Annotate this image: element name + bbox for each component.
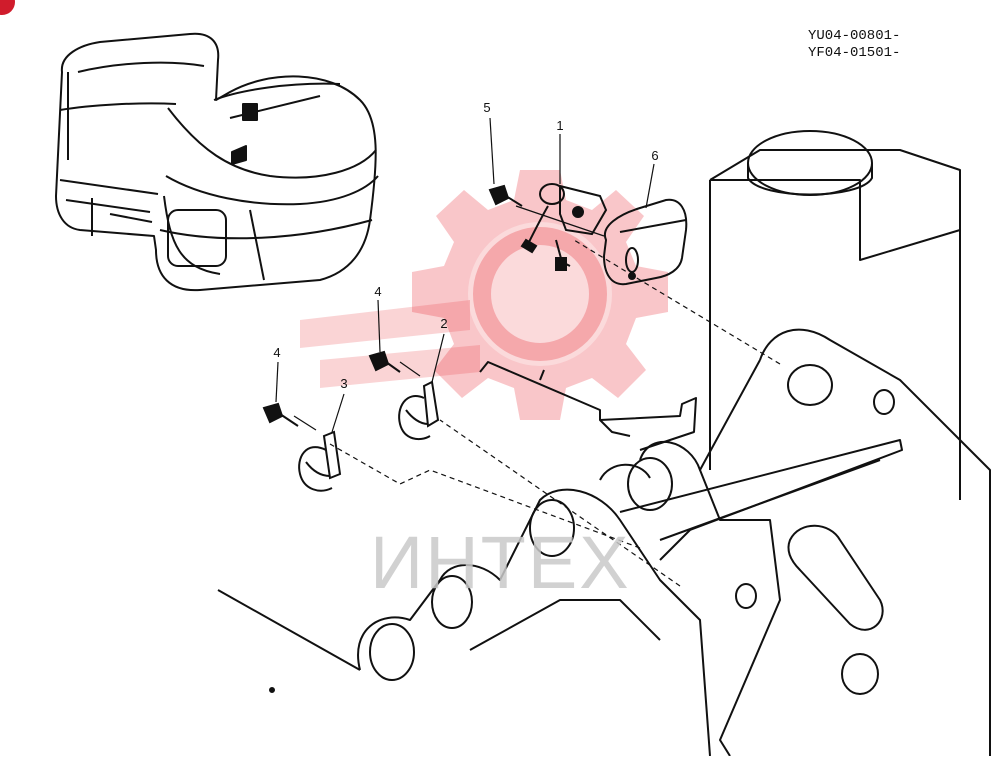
part-4-bolt-upper [368,350,401,373]
callout-6: 6 [651,148,658,163]
callout-4-upper: 4 [374,284,381,299]
callout-5: 5 [483,100,490,115]
part-4-bolt-lower [262,402,299,427]
part-code-1: YU04-00801- [808,28,901,44]
watermark-text: ИНТЕХ [370,521,631,604]
callout-3: 3 [340,376,347,391]
watermark-logo [412,170,668,420]
cab-illustration [55,32,379,292]
part-1-horn-assembly [520,183,608,271]
callout-4-lower: 4 [273,345,280,360]
part-5-bolt [488,184,523,207]
callout-2: 2 [440,316,447,331]
part-2-horn [398,380,440,441]
part-3-horn [298,430,342,492]
part-codes: YU04-00801- YF04-01501- [808,28,900,62]
part-code-2: YF04-01501- [808,45,901,61]
watermark-logo-ring [300,222,612,388]
corner-marker [0,0,15,15]
part-6-cover [602,198,688,286]
boom-structure [217,130,991,757]
leader-lines [275,117,655,433]
assembly-lines-solid [293,205,605,431]
callout-1: 1 [556,118,563,133]
assembly-lines [329,239,781,587]
